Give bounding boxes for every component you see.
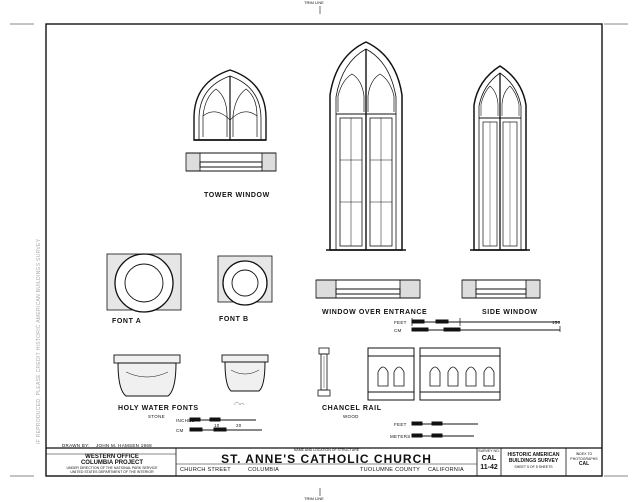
scale-meters-label: METERS (390, 434, 411, 439)
scale-cm-label: CM (394, 328, 402, 333)
entrance-window-plan (315, 279, 421, 299)
wood-label: WOOD (343, 414, 359, 419)
index-block: INDEX TO PHOTOGRAPHS CAL (566, 452, 602, 467)
habs-block: HISTORIC AMERICAN BUILDINGS SURVEY SHEET… (501, 452, 566, 470)
index-number: CAL (578, 461, 590, 467)
state: CALIFORNIA (428, 467, 465, 473)
county: TUOLUMNE COUNTY (360, 467, 421, 473)
trim-line-bottom: TRIM LINE (304, 496, 324, 501)
city: COLUMBIA (248, 467, 280, 473)
font-b-plan (217, 255, 273, 306)
index-label: INDEX TO PHOTOGRAPHS (570, 452, 598, 461)
street: CHURCH STREET (180, 467, 231, 473)
font-a-plan (106, 253, 182, 313)
church-name: ST. ANNE'S CATHOLIC CHURCH (221, 452, 432, 466)
sheet-border (45, 23, 603, 477)
chancel-rail-label: CHANCEL RAIL (322, 405, 382, 412)
scale-tick-20: 20 (236, 423, 242, 428)
chancel-rail-elevation (367, 347, 501, 401)
tower-window-label: TOWER WINDOW (204, 192, 270, 199)
side-window-label: SIDE WINDOW (482, 309, 538, 316)
font-a-label: FONT A (112, 318, 142, 325)
holy-water-font-a (113, 354, 181, 397)
chancel-rail-section (317, 347, 331, 397)
name-location-note: NAME AND LOCATION OF STRUCTURE (293, 448, 360, 452)
office-line-1: WESTERN OFFICE (85, 454, 139, 460)
sheet-number: SHEET 5 OF 5 SHEETS (514, 465, 553, 469)
trim-line-top: TRIM LINE (304, 0, 324, 5)
scale-bar-lower-left (189, 417, 262, 432)
scale-feet-label: FEET (394, 320, 407, 325)
scale-tick-10: 10 (214, 423, 220, 428)
tower-window-elevation (193, 69, 267, 141)
scale-feet-label-2: FEET (394, 422, 407, 427)
scale-cm-label-2: CM (176, 428, 184, 433)
holy-water-fonts-label: HOLY WATER FONTS (118, 405, 199, 412)
scale-tick-end: 150 (552, 320, 561, 325)
side-window-elevation (470, 65, 530, 251)
side-window-plan (461, 279, 541, 299)
survey-no-line-2: 11-42 (480, 464, 498, 471)
office-line-4: UNITED STATES DEPARTMENT OF THE INTERIOR (70, 470, 154, 474)
office-block: WESTERN OFFICE COLUMBIA PROJECT UNDER DI… (48, 454, 176, 474)
office-line-3: UNDER DIRECTION OF THE NATIONAL PARK SER… (66, 466, 158, 470)
survey-label: SURVEY NO. (478, 449, 500, 453)
habs-line-2: BUILDINGS SURVEY (508, 458, 559, 464)
window-over-entrance-label: WINDOW OVER ENTRANCE (322, 309, 428, 316)
holy-water-font-b (221, 354, 269, 392)
stone-label: STONE (148, 414, 165, 419)
drawn-by-value: JOHN M. HAMSEN 1968 (96, 443, 152, 448)
scale-bar-lower-right (411, 421, 478, 438)
font-b-label: FONT B (219, 316, 249, 323)
survey-no-line-1: CAL (481, 455, 497, 462)
entrance-window-elevation (326, 41, 406, 251)
tower-window-plan (185, 152, 277, 172)
habs-line-1: HISTORIC AMERICAN (507, 452, 560, 458)
margin-stamp: IF REPRODUCED, PLEASE CREDIT HISTORIC AM… (36, 238, 42, 444)
drawn-by-label: DRAWN BY: (62, 443, 90, 448)
scale-bar-upper (411, 318, 561, 332)
office-line-2: COLUMBIA PROJECT (80, 460, 144, 466)
scale-inches-label: INCHES (176, 418, 195, 423)
